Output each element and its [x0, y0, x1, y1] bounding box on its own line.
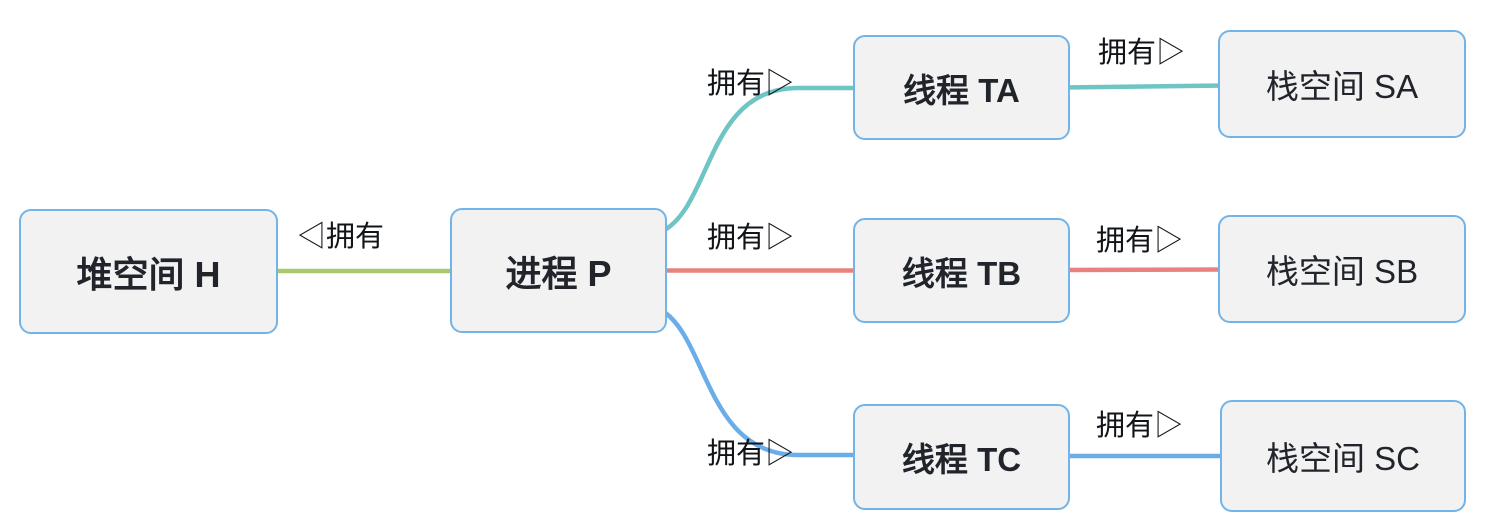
edge-label-owns-stack-sb[interactable]: 拥有▷: [1096, 225, 1184, 257]
node-stack-sb-label: 栈空间 SB: [1265, 253, 1419, 290]
edge-label-owns-heap[interactable]: ◁拥有: [297, 221, 385, 253]
node-stack-sb[interactable]: 栈空间 SB: [1218, 215, 1466, 323]
node-thread-tc-label: 线程 TC: [901, 441, 1022, 478]
edge-label-owns-stack-sa[interactable]: 拥有▷: [1098, 37, 1186, 69]
node-process-p-label: 进程 P: [505, 252, 612, 294]
node-heap-h[interactable]: 堆空间 H: [19, 209, 278, 334]
node-thread-ta[interactable]: 线程 TA: [853, 35, 1070, 140]
node-thread-tb-label: 线程 TB: [901, 254, 1022, 292]
node-stack-sa[interactable]: 栈空间 SA: [1218, 30, 1466, 138]
node-thread-tb[interactable]: 线程 TB: [853, 218, 1070, 323]
edge-thread-tb-stack-sb: [1063, 267, 1229, 273]
edge-label-owns-thread-ta[interactable]: 拥有▷: [707, 68, 795, 100]
node-stack-sc-label: 栈空间 SC: [1265, 440, 1420, 477]
node-thread-ta-label: 线程 TA: [903, 71, 1020, 109]
node-thread-tc[interactable]: 线程 TC: [853, 404, 1070, 510]
node-process-p[interactable]: 进程 P: [450, 208, 667, 333]
edge-thread-ta-stack-sa: [1061, 83, 1229, 90]
node-heap-h-label: 堆空间 H: [76, 253, 221, 295]
node-stack-sc[interactable]: 栈空间 SC: [1220, 400, 1466, 512]
edge-label-owns-thread-tc[interactable]: 拥有▷: [707, 438, 795, 470]
edge-label-owns-thread-tb[interactable]: 拥有▷: [707, 222, 795, 254]
node-stack-sa-label: 栈空间 SA: [1265, 68, 1419, 105]
edge-process-thread-tc: [658, 307, 865, 458]
edge-label-owns-stack-sc[interactable]: 拥有▷: [1096, 410, 1184, 442]
edge-process-thread-ta: [658, 85, 865, 235]
